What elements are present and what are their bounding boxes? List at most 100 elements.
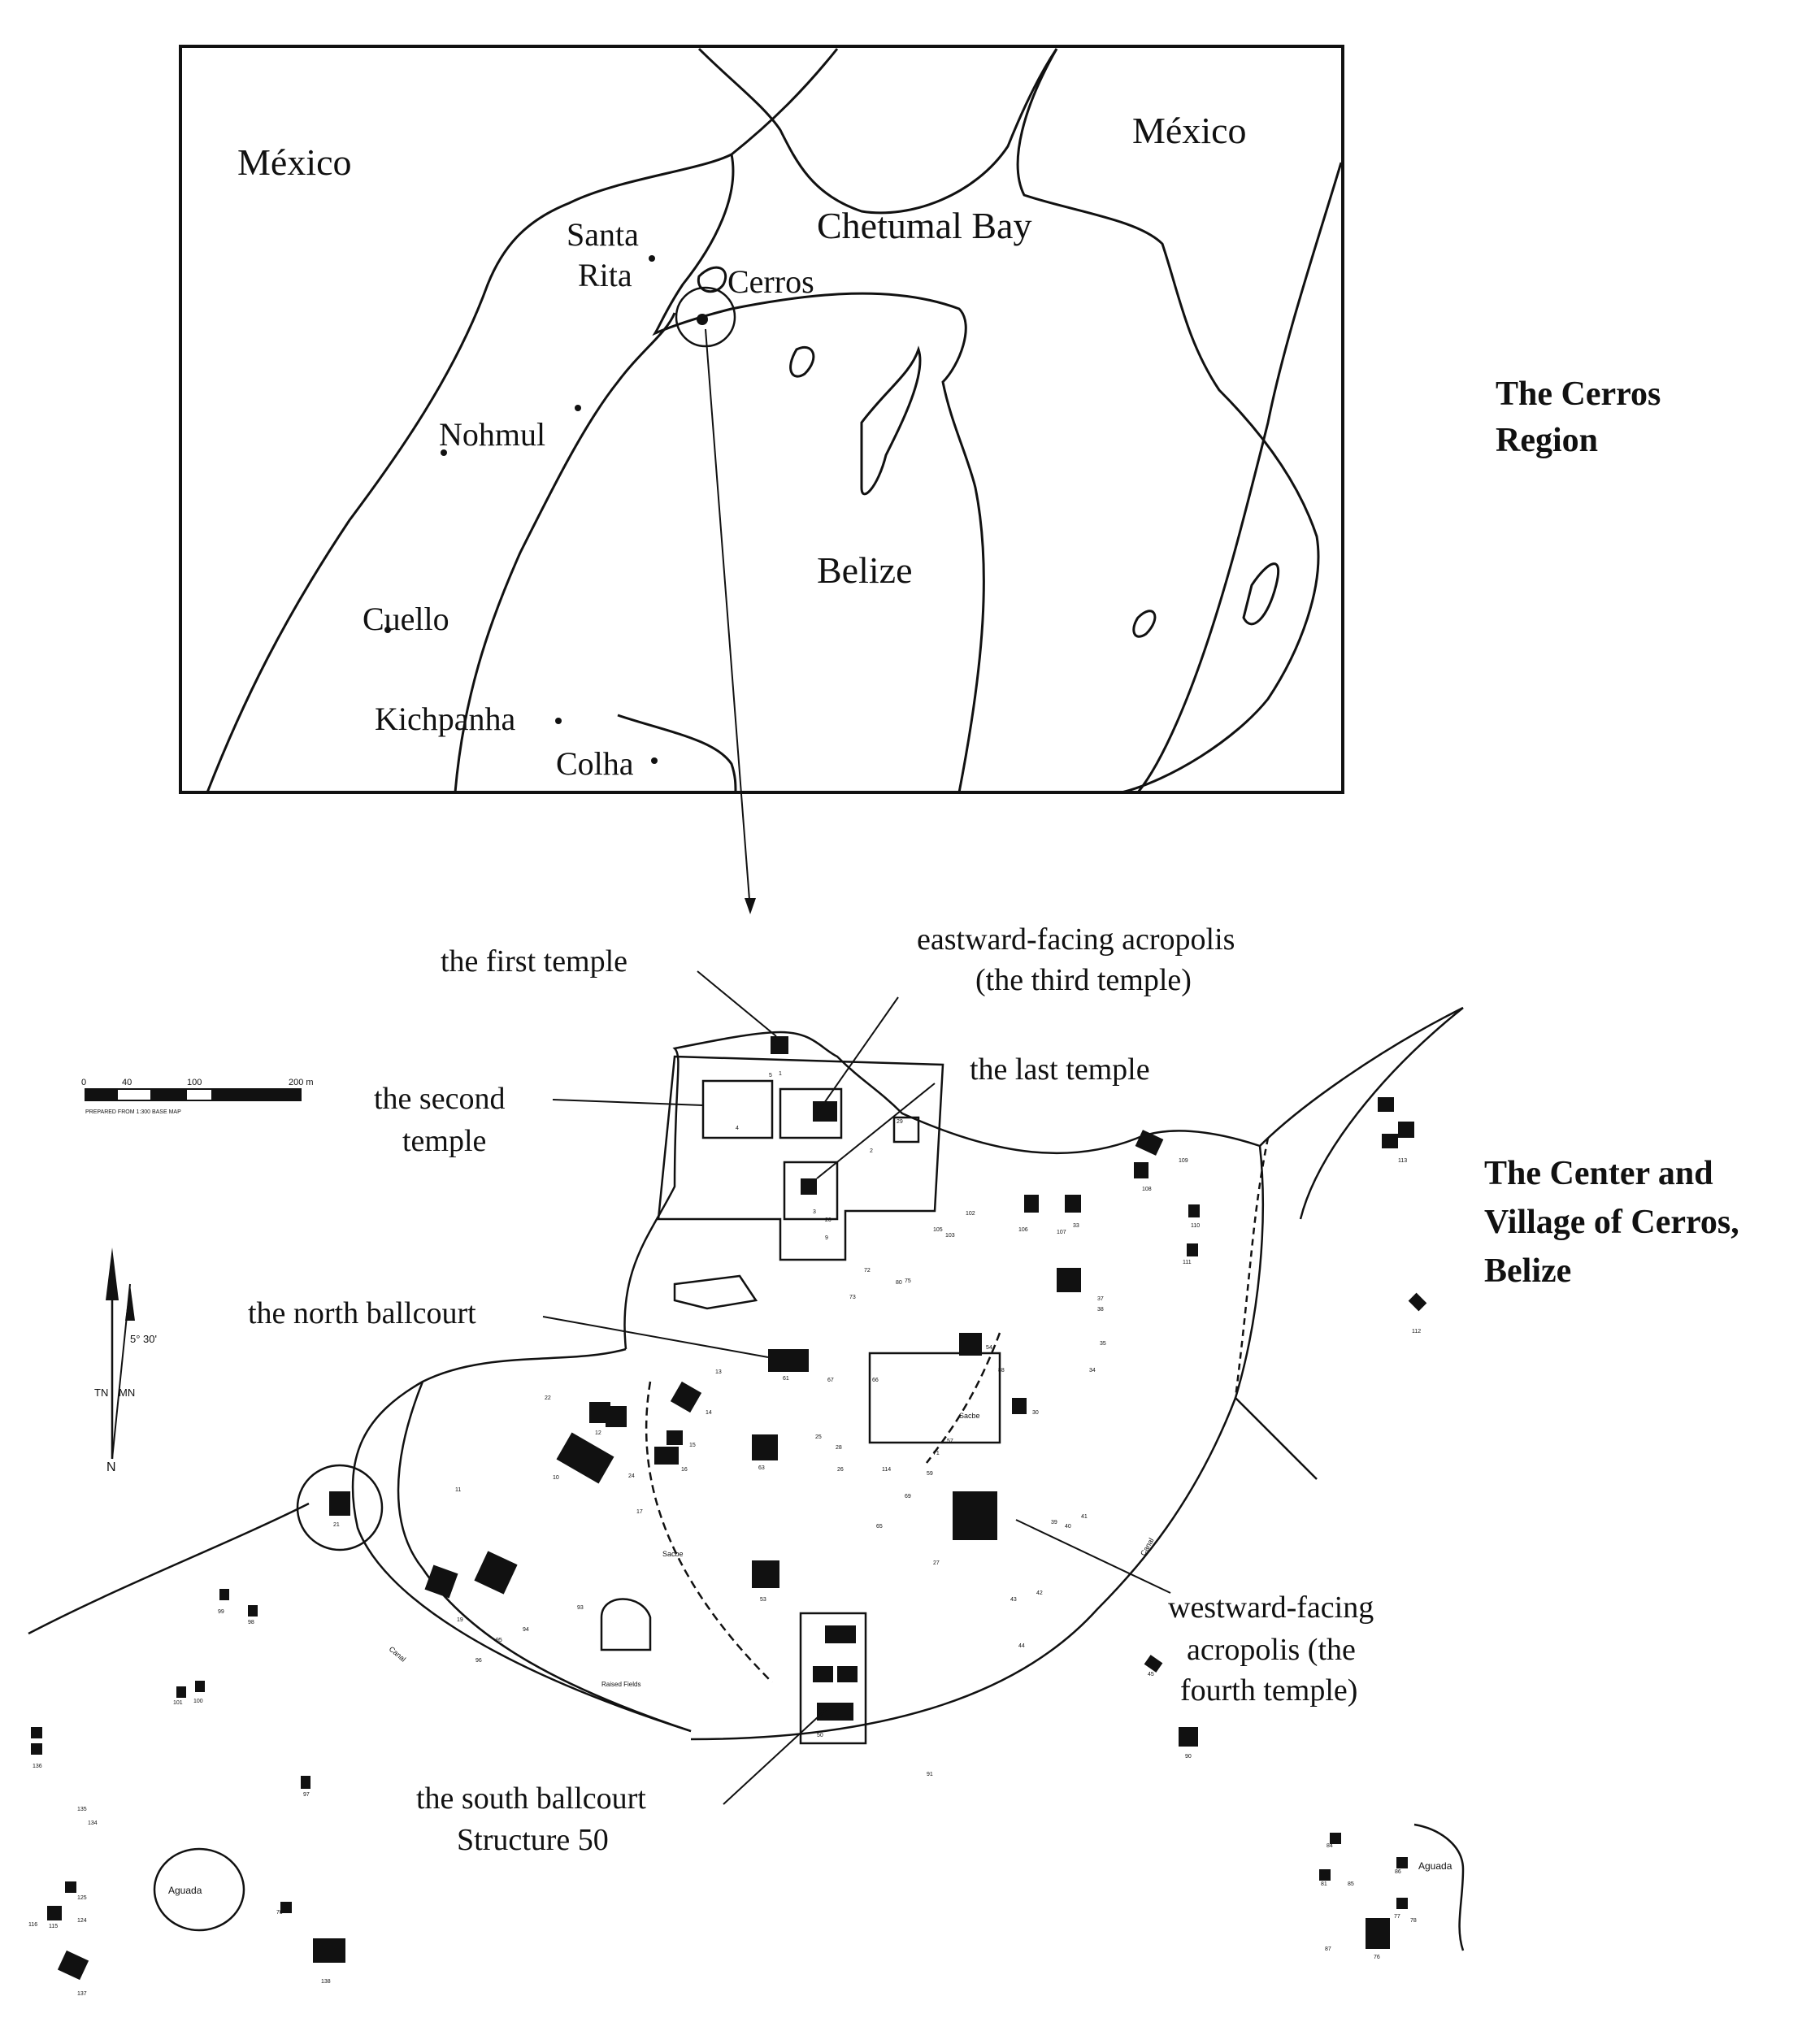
structure-135 bbox=[47, 1906, 62, 1920]
structure-label: 27 bbox=[933, 1560, 940, 1566]
label-kichpanha: Kichpanha bbox=[375, 701, 516, 737]
structure-label: 34 bbox=[1089, 1368, 1096, 1374]
structure-label: 75 bbox=[905, 1278, 911, 1284]
structure-16 bbox=[654, 1447, 679, 1465]
label-raised-fields: Raised Fields bbox=[601, 1681, 640, 1688]
structure-50d bbox=[817, 1703, 853, 1721]
structure-112 bbox=[1135, 1130, 1164, 1156]
structure-84 bbox=[1319, 1869, 1331, 1881]
leader-south-ballcourt bbox=[723, 1706, 830, 1805]
structure-label: 24 bbox=[628, 1473, 635, 1479]
label-colha: Colha bbox=[556, 745, 634, 782]
label-mexico-east: México bbox=[1132, 110, 1247, 151]
structure-111 bbox=[1134, 1162, 1148, 1178]
village-map: 0 40 100 200 m PREPARED FROM 1:300 BASE … bbox=[28, 922, 1739, 1997]
structure-103 bbox=[176, 1686, 186, 1698]
structure-label: 45 bbox=[1148, 1672, 1154, 1677]
structure-19a bbox=[424, 1564, 458, 1599]
structure-label: 41 bbox=[1081, 1514, 1088, 1520]
structure-label: 110 bbox=[1191, 1223, 1200, 1229]
structure-45 bbox=[1144, 1655, 1163, 1673]
structure-29-core bbox=[813, 1101, 837, 1122]
structure-label: 101 bbox=[173, 1700, 183, 1706]
structure-label: 25 bbox=[815, 1434, 822, 1440]
structure-70 bbox=[280, 1902, 292, 1913]
locator-leader-line bbox=[705, 328, 751, 911]
site-boundary-west bbox=[351, 1347, 692, 1733]
structure-140b bbox=[31, 1743, 42, 1755]
aguada-east-shore bbox=[1413, 1823, 1465, 1951]
label-nohmul: Nohmul bbox=[439, 416, 545, 453]
leader-first-temple bbox=[697, 970, 777, 1037]
structure-label: 114 bbox=[882, 1467, 891, 1473]
structure-label: 5 bbox=[769, 1073, 772, 1078]
structure-label: 29 bbox=[897, 1119, 903, 1125]
structure-label: 57 bbox=[947, 1439, 953, 1444]
true-north-head bbox=[106, 1248, 119, 1300]
structure-label: 21 bbox=[333, 1522, 340, 1528]
structure-116b bbox=[1398, 1122, 1414, 1138]
structure-label: 105 bbox=[933, 1227, 943, 1233]
structure-102 bbox=[195, 1681, 205, 1692]
structure-label: 90 bbox=[1185, 1754, 1192, 1760]
structure-29-outline bbox=[779, 1087, 843, 1139]
structure-54 bbox=[959, 1333, 982, 1356]
structure-label: 93 bbox=[577, 1605, 584, 1611]
aguada-west-pond bbox=[153, 1847, 245, 1932]
structure-146 bbox=[313, 1938, 345, 1963]
structure-label: 13 bbox=[715, 1369, 722, 1375]
label-cuello: Cuello bbox=[363, 601, 449, 637]
structure-6-outline bbox=[673, 1274, 758, 1310]
label-santa: Santa bbox=[567, 216, 639, 253]
structure-101 bbox=[219, 1589, 229, 1600]
structure-65 bbox=[752, 1434, 778, 1460]
structure-113 bbox=[1188, 1204, 1200, 1217]
label-sacbe-1: Sacbe bbox=[959, 1412, 980, 1420]
structure-label: 65 bbox=[876, 1524, 883, 1530]
callout-south-ballcourt-line1: the south ballcourt bbox=[416, 1781, 646, 1816]
structure-label: 40 bbox=[1065, 1524, 1071, 1530]
coastline-bay-north bbox=[697, 47, 1058, 215]
structure-label: 19 bbox=[457, 1617, 463, 1623]
north-arrow: 5° 30' TN MN N bbox=[94, 1248, 157, 1474]
structure-19b bbox=[474, 1551, 518, 1595]
leader-third-temple bbox=[816, 996, 899, 1114]
coastline-east-shore bbox=[1016, 48, 1320, 794]
structure-label: 15 bbox=[689, 1443, 696, 1448]
structure-116c bbox=[1382, 1134, 1398, 1148]
village-title-line2: Village of Cerros, bbox=[1484, 1204, 1739, 1241]
structure-label: 38 bbox=[1097, 1307, 1104, 1313]
structure-label: 16 bbox=[681, 1467, 688, 1473]
structure-label: 63 bbox=[758, 1465, 765, 1471]
structure-3-outline bbox=[783, 1161, 839, 1221]
structure-76 bbox=[1366, 1918, 1390, 1949]
leader-second-temple bbox=[552, 1099, 704, 1106]
scale-tick-100: 100 bbox=[187, 1078, 202, 1087]
structure-10 bbox=[556, 1432, 614, 1484]
structure-label: 100 bbox=[193, 1699, 203, 1704]
coastline-new-river bbox=[454, 312, 676, 793]
structure-label: 98 bbox=[248, 1620, 254, 1625]
structure-100 bbox=[248, 1605, 258, 1617]
structure-label: 30 bbox=[1032, 1410, 1039, 1416]
structure-label: 106 bbox=[1018, 1227, 1028, 1233]
callout-fourth-temple-line2: acropolis (the bbox=[1187, 1633, 1356, 1667]
structure-label: 137 bbox=[77, 1991, 87, 1997]
village-title-line1: The Center and bbox=[1484, 1155, 1713, 1192]
structure-label: 109 bbox=[1179, 1158, 1188, 1164]
structure-114 bbox=[1187, 1243, 1198, 1256]
structure-label: 9 bbox=[825, 1235, 828, 1241]
callout-second-temple-line2: temple bbox=[402, 1124, 486, 1158]
label-rita: Rita bbox=[578, 257, 632, 293]
structure-label: 95 bbox=[496, 1638, 502, 1643]
structure-label: 1 bbox=[779, 1071, 782, 1077]
structure-78 bbox=[1396, 1898, 1408, 1909]
structure-label: 94 bbox=[523, 1627, 529, 1633]
river-south bbox=[617, 714, 737, 793]
structure-label: 70 bbox=[276, 1910, 283, 1916]
callout-south-ballcourt-line2: Structure 50 bbox=[457, 1823, 609, 1857]
structure-label: 69 bbox=[905, 1494, 911, 1499]
structure-115 bbox=[1408, 1292, 1427, 1312]
structure-label: 78 bbox=[1410, 1918, 1417, 1924]
scale-bar: 0 40 100 200 m PREPARED FROM 1:300 BASE … bbox=[81, 1078, 314, 1115]
